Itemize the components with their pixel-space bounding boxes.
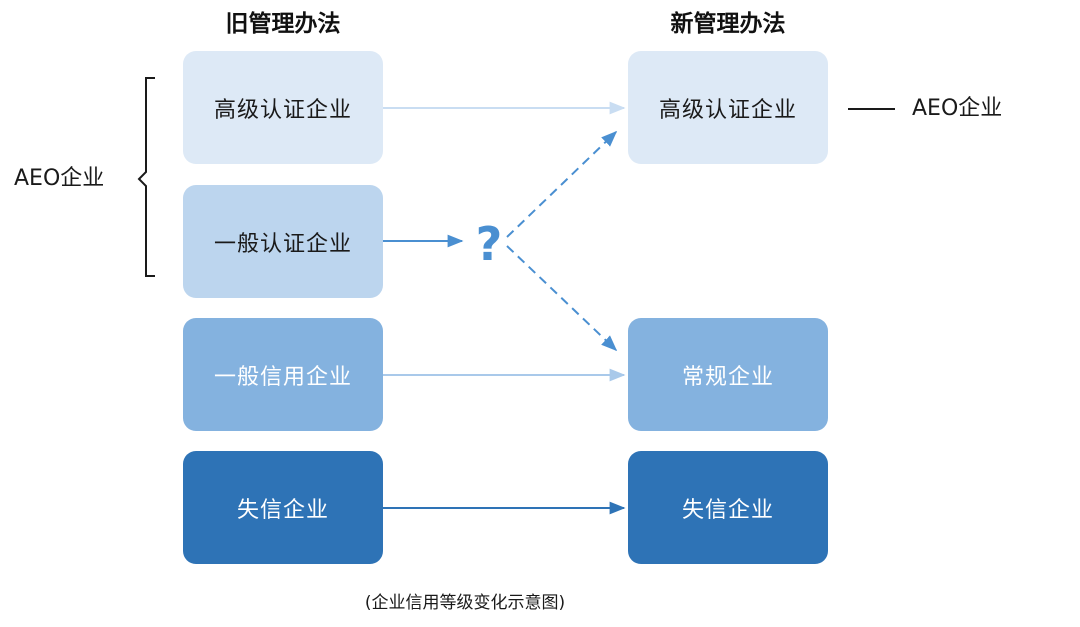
- old-dishonest-box: 失信企业: [183, 451, 383, 564]
- diagram-caption: (企业信用等级变化示意图): [364, 593, 566, 613]
- dashed-arrow-question-to-regular: [506, 245, 618, 352]
- new-dishonest-box: 失信企业: [628, 451, 828, 564]
- old-advanced-certified-box: 高级认证企业: [183, 51, 383, 164]
- aeo-group-label-left: AEO企业: [14, 166, 105, 191]
- new-advanced-certified-box: 高级认证企业: [628, 51, 828, 164]
- old-general-certified-box: 一般认证企业: [183, 185, 383, 298]
- question-mark-icon: ?: [475, 217, 503, 271]
- aeo-label-right: AEO企业: [912, 96, 1003, 121]
- new-method-header: 新管理办法: [670, 11, 786, 37]
- aeo-group-brace: [137, 77, 155, 277]
- new-regular-box: 常规企业: [628, 318, 828, 431]
- old-general-credit-box: 一般信用企业: [183, 318, 383, 431]
- old-method-header: 旧管理办法: [225, 11, 341, 37]
- dashed-arrow-question-to-advanced: [506, 130, 618, 238]
